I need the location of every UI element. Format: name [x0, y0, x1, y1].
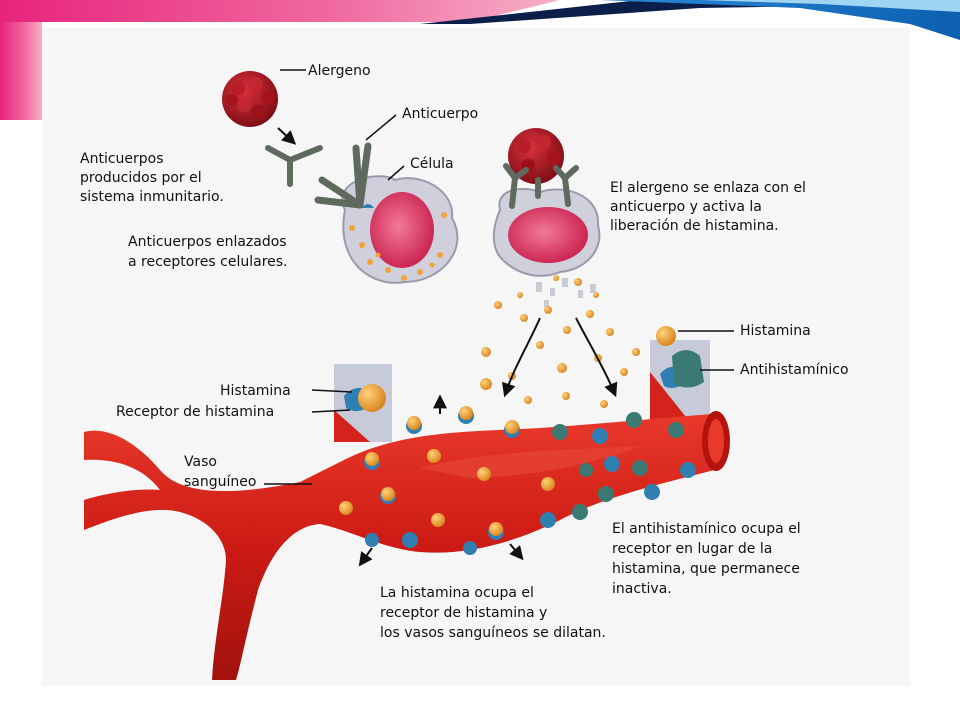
label-anticuerpos-enlazados-1: Anticuerpos enlazados [128, 234, 287, 250]
label-receptor-histamina: Receptor de histamina [116, 404, 274, 420]
vessel-histamine-receptors [339, 406, 556, 555]
vessel-antihistamine-receptors [552, 412, 696, 520]
label-anticuerpos-producidos-3: sistema inmunitario. [80, 189, 224, 205]
label-histamina-ocupa-3: los vasos sanguíneos se dilatan. [380, 625, 606, 641]
free-antibody-icon [265, 145, 323, 187]
arrow-release-right [575, 317, 618, 398]
label-histamina-ocupa-1: La histamina ocupa el [380, 585, 534, 601]
label-alergeno: Alergeno [308, 63, 371, 79]
label-antihistaminico-ocupa-4: inactiva. [612, 581, 672, 597]
label-antihistaminico-ocupa-2: receptor en lugar de la [612, 541, 772, 557]
label-alergeno-enlaza-2: anticuerpo y activa la [610, 199, 762, 215]
antibody-label-leader [365, 114, 397, 141]
label-histamina-left: Histamina [220, 383, 291, 399]
arrow-down-left-small [358, 547, 373, 567]
label-alergeno-enlaza-3: liberación de histamina. [610, 218, 779, 234]
label-anticuerpos-enlazados-2: a receptores celulares. [128, 254, 288, 270]
allergen-particle-icon [222, 71, 278, 127]
label-anticuerpos-producidos-2: producidos por el [80, 170, 202, 186]
label-histamina-right: Histamina [740, 323, 811, 339]
mast-cell-left-icon [341, 175, 459, 284]
label-anticuerpos-producidos-1: Anticuerpos [80, 151, 164, 167]
label-alergeno-enlaza-1: El alergeno se enlaza con el [610, 180, 806, 196]
label-vaso-1: Vaso [184, 454, 217, 470]
label-anticuerpo: Anticuerpo [402, 106, 478, 122]
histamina-left-leader [311, 389, 353, 393]
histamine-receptor-inset [334, 364, 392, 442]
label-histamina-ocupa-2: receptor de histamina y [380, 605, 547, 621]
released-histamine-particles [536, 278, 596, 307]
arrow-release-left [502, 317, 541, 398]
header-pink-band-top [0, 0, 560, 22]
cell2-antibodies-icon [503, 163, 579, 209]
bound-antibody-icon [314, 142, 372, 209]
arrow-down-right-small [509, 543, 524, 561]
label-vaso-2: sanguíneo [184, 474, 256, 490]
blood-vessel-icon [84, 411, 730, 680]
label-antihistaminico-ocupa-3: histamina, que permanece [612, 561, 800, 577]
antihistamine-inset [650, 326, 710, 422]
header-blue-swoosh [600, 0, 960, 40]
label-celula: Célula [410, 156, 454, 172]
degranulating-cell-icon [492, 188, 601, 277]
celula-label-leader [387, 165, 405, 181]
histamine-granules-cloud [480, 275, 640, 408]
arrow-allergen-down [277, 127, 297, 145]
header-light-swoosh [700, 0, 960, 12]
receptor-leader [311, 409, 351, 413]
diagram-panel [42, 28, 910, 686]
label-antihistaminico-ocupa-1: El antihistamínico ocupa el [612, 521, 801, 537]
slide-header-banner [0, 0, 960, 120]
label-antihistaminico: Antihistamínico [740, 362, 849, 378]
